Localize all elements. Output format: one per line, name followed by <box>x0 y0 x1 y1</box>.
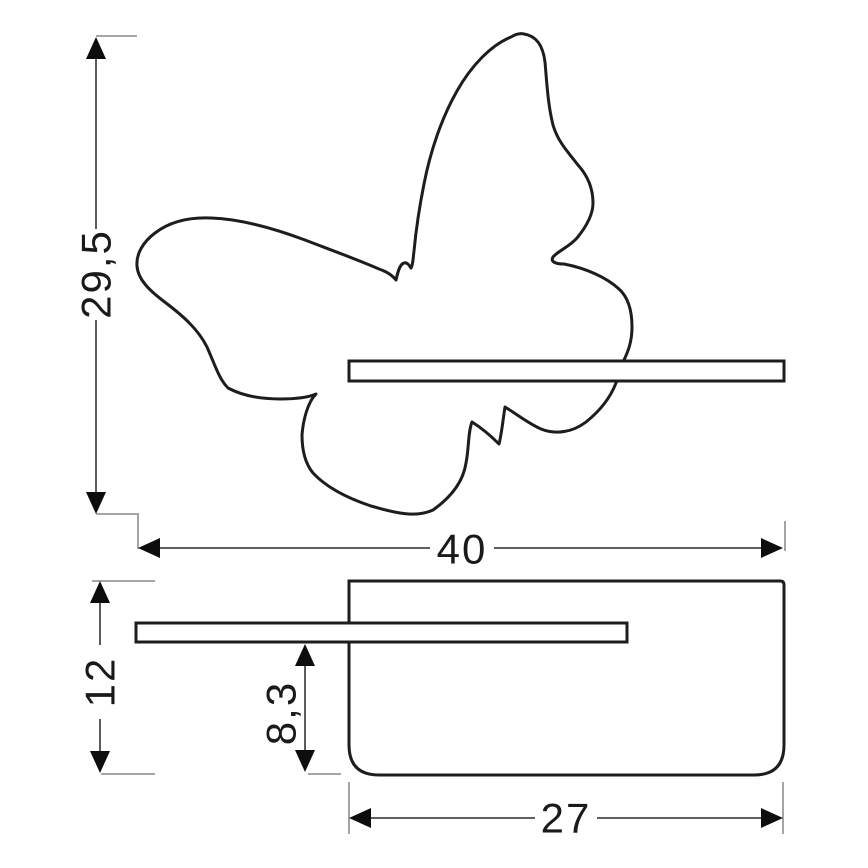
shelf-bar-front <box>347 359 786 383</box>
arrow-left-icon <box>349 808 371 828</box>
dim-label-butterfly-height: 29,5 <box>73 229 120 319</box>
arrow-right-icon <box>761 808 783 828</box>
shelf-plate-side <box>134 621 629 644</box>
dim-body-depth: 27 <box>348 782 784 842</box>
arrow-down-icon <box>295 750 315 772</box>
dim-butterfly-height: 29,5 <box>73 35 139 549</box>
butterfly-outline <box>135 32 634 516</box>
arrow-up-icon <box>295 644 315 666</box>
lamp-body-side <box>347 579 786 777</box>
arrow-up-icon <box>86 37 106 59</box>
ext-bottom-corner <box>96 513 139 549</box>
arrow-up-icon <box>90 581 110 603</box>
arrow-right-icon <box>761 538 783 558</box>
dim-label-side-height: 12 <box>77 657 124 708</box>
arrow-down-icon <box>86 492 106 514</box>
arrow-left-icon <box>138 538 160 558</box>
dim-label-shelf-offset: 8,3 <box>258 681 305 745</box>
dim-total-width: 40 <box>138 521 786 573</box>
dim-shelf-offset: 8,3 <box>258 644 341 775</box>
arrow-down-icon <box>90 751 110 773</box>
side-view <box>134 579 786 777</box>
dim-side-height: 12 <box>77 580 155 775</box>
dim-label-total-width: 40 <box>437 526 488 573</box>
dim-label-body-depth: 27 <box>541 795 592 842</box>
front-view <box>135 32 786 516</box>
